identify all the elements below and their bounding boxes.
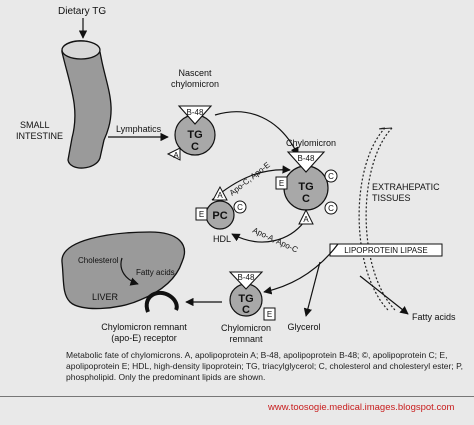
chylomicron-apo-a-label: A bbox=[303, 215, 309, 224]
nascent-label-line1: Nascent bbox=[178, 68, 212, 78]
liver-label: LIVER bbox=[92, 292, 119, 302]
small-intestine-shape bbox=[61, 40, 112, 169]
liver-shape bbox=[61, 231, 186, 310]
hdl-label: HDL bbox=[213, 234, 231, 244]
hdl-particle: PC E C A bbox=[195, 185, 247, 230]
extrahepatic-label-line2: TISSUES bbox=[372, 193, 411, 203]
remnant-apo-e-label: E bbox=[267, 310, 272, 319]
liver-fatty-acids-arrow bbox=[120, 257, 139, 286]
remnant-tg-label: TG bbox=[238, 293, 253, 305]
chylomicron-remnant-particle: B-48 TG C E bbox=[228, 271, 276, 321]
glycerol-arrow bbox=[303, 261, 321, 317]
hdl-apo-c-label: C bbox=[237, 203, 243, 212]
receptor-label-line2: (apo-E) receptor bbox=[111, 333, 177, 343]
chylomicron-apo-c-top-label: C bbox=[328, 172, 334, 181]
chylomicron-apo-c-bottom-label: C bbox=[328, 204, 334, 213]
nascent-b48-label: B-48 bbox=[187, 108, 204, 117]
nascent-apo-a-label: A bbox=[173, 151, 179, 160]
divider bbox=[0, 396, 474, 397]
apo-ce-label: Apo-C, Apo-E bbox=[228, 160, 272, 197]
receptor-label-line1: Chylomicron remnant bbox=[101, 322, 187, 332]
lymphatics-label: Lymphatics bbox=[116, 124, 162, 134]
diagram-labels: Dietary TG SMALL INTESTINE Lymphatics Na… bbox=[16, 6, 456, 344]
hdl-pc-label: PC bbox=[212, 210, 227, 222]
apo-ac-label: Apo-A, Apo-C bbox=[251, 226, 299, 255]
nascent-chylomicron-particle: B-48 TG C A bbox=[166, 105, 216, 161]
remnant-label-line1: Chylomicron bbox=[221, 323, 271, 333]
remnant-receptor-shape bbox=[144, 290, 179, 313]
chylomicron-b48-label: B-48 bbox=[298, 154, 315, 163]
chylomicron-tg-label: TG bbox=[298, 181, 313, 193]
cholesterol-label: Cholesterol bbox=[78, 256, 119, 265]
chylomicron-apo-e-label: E bbox=[279, 179, 284, 188]
hdl-apo-e-label: E bbox=[199, 210, 204, 219]
fatty-acids-right-arrow bbox=[359, 275, 409, 315]
nascent-to-chylomicron-arrow bbox=[214, 111, 299, 156]
fatty-acids-liver-label: Fatty acids bbox=[136, 268, 175, 277]
nascent-tg-label: TG bbox=[187, 129, 202, 141]
chylomicron-c-label: C bbox=[302, 193, 310, 205]
remnant-b48-label: B-48 bbox=[238, 273, 255, 282]
hdl-apo-a-label: A bbox=[217, 191, 223, 200]
chylomicron-particle: B-48 TG C E C C A bbox=[275, 151, 338, 225]
apo-ac-transfer-arrow bbox=[231, 221, 305, 243]
lipase-to-remnant-arrow bbox=[263, 243, 339, 295]
small-intestine-label-line2: INTESTINE bbox=[16, 131, 63, 141]
lipoprotein-lipase-box: LIPOPROTEIN LIPASE bbox=[329, 243, 443, 257]
remnant-label-line2: remnant bbox=[229, 334, 263, 344]
lipoprotein-lipase-label: LIPOPROTEIN LIPASE bbox=[344, 246, 427, 255]
nascent-label-line2: chylomicron bbox=[171, 79, 219, 89]
dietary-tg-label: Dietary TG bbox=[58, 6, 106, 17]
small-intestine-label-line1: SMALL bbox=[20, 120, 50, 130]
figure-caption: Metabolic fate of chylomicrons. A, apoli… bbox=[66, 350, 464, 382]
remnant-c-label: C bbox=[242, 304, 250, 316]
chylomicron-label: Chylomicron bbox=[286, 138, 336, 148]
extrahepatic-tissue-membrane bbox=[358, 127, 396, 311]
extrahepatic-label-line1: EXTRAHEPATIC bbox=[372, 182, 440, 192]
fatty-acids-right-label: Fatty acids bbox=[412, 312, 456, 322]
watermark-text: www.toosogie.medical.images.blogspot.com bbox=[268, 402, 455, 413]
glycerol-label: Glycerol bbox=[287, 322, 320, 332]
nascent-c-label: C bbox=[191, 141, 199, 153]
